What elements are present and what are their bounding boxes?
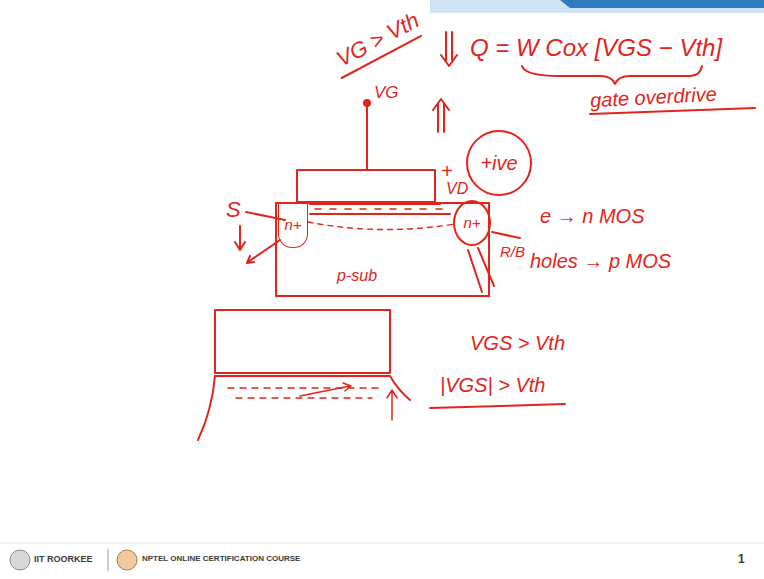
gate-electrode	[297, 170, 435, 202]
header-band	[430, 0, 764, 13]
pointer-arrow	[387, 390, 397, 420]
drain-wire	[492, 232, 520, 238]
footer-text: NPTEL ONLINE CERTIFICATION COURSE	[142, 555, 300, 564]
condition-note: |VGS| > Vth	[440, 374, 545, 396]
oxide-line	[215, 375, 390, 377]
carrier-note: holes → p MOS	[530, 250, 671, 272]
footer-text: IIT ROORKEE	[34, 555, 93, 565]
node-text: n+	[284, 217, 301, 234]
brace	[522, 66, 702, 84]
drain-region: n+	[453, 200, 491, 246]
source-region: n+	[278, 204, 308, 248]
condition-note: VGS > Vth	[470, 332, 565, 354]
note: gate overdrive	[590, 83, 718, 112]
terminal-name: S	[226, 198, 241, 222]
condition-note: VG > Vth	[333, 8, 424, 72]
footer-rule	[0, 543, 764, 544]
terminal-dot	[364, 100, 370, 106]
carrier-arrow	[300, 383, 351, 396]
page-number: 1	[738, 553, 745, 566]
node-text: n+	[463, 215, 480, 232]
drain-lead	[468, 248, 494, 292]
depletion-edge	[308, 222, 455, 230]
electron-minus	[315, 208, 442, 210]
implies-arrow	[433, 99, 449, 132]
charge-equation: Q = W Cox [VGS − Vth]	[470, 35, 722, 61]
channel	[310, 204, 450, 214]
node-text: p-sub	[337, 267, 377, 285]
separator	[108, 549, 109, 571]
logo	[10, 550, 30, 570]
terminal-name: R/B	[500, 244, 525, 261]
logo	[117, 550, 137, 570]
body-edge	[390, 376, 410, 400]
implies-arrow	[441, 32, 457, 66]
polarity-sign: +	[441, 160, 453, 182]
carrier-note: e → n MOS	[540, 205, 644, 227]
gate-electrode	[215, 310, 390, 373]
source-wire	[246, 212, 285, 220]
body-edge	[198, 376, 215, 440]
terminal-name: VG	[374, 84, 399, 103]
terminal-name: VD	[446, 180, 468, 198]
node-text: +ive	[480, 152, 517, 174]
source-arrow	[235, 226, 245, 250]
gate-wire	[366, 104, 368, 170]
substrate: p-sub n+ n+	[275, 202, 490, 297]
callout-circle: +ive	[466, 130, 532, 196]
header-stripe	[560, 0, 764, 8]
underline	[430, 404, 565, 408]
channel	[228, 388, 380, 398]
